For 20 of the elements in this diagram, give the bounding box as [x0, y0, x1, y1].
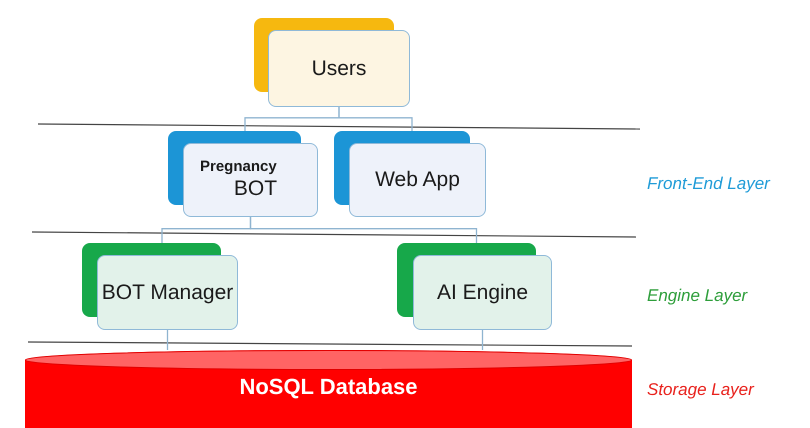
layer-label: Storage Layer: [647, 380, 754, 400]
node-label: BOT Manager: [102, 280, 234, 306]
node-label: Web App: [375, 167, 460, 193]
database-cylinder: [25, 350, 632, 428]
process-box: [397, 243, 552, 330]
connector-line: [338, 107, 413, 131]
node-label: Users: [312, 56, 366, 82]
node-label: Pregnancy: [200, 158, 277, 176]
process-box: [334, 131, 486, 217]
process-box: [254, 18, 410, 107]
layer-label: Front-End Layer: [647, 174, 770, 194]
connector-line: [250, 217, 478, 243]
node-label: NoSQL Database: [239, 374, 418, 399]
layer-label: Engine Layer: [647, 286, 748, 306]
node-label: BOT: [234, 176, 278, 202]
connector-line: [166, 330, 168, 350]
process-box: [82, 243, 238, 330]
node-label: AI Engine: [436, 280, 528, 306]
process-box: [168, 131, 318, 217]
connector-line: [482, 330, 484, 350]
